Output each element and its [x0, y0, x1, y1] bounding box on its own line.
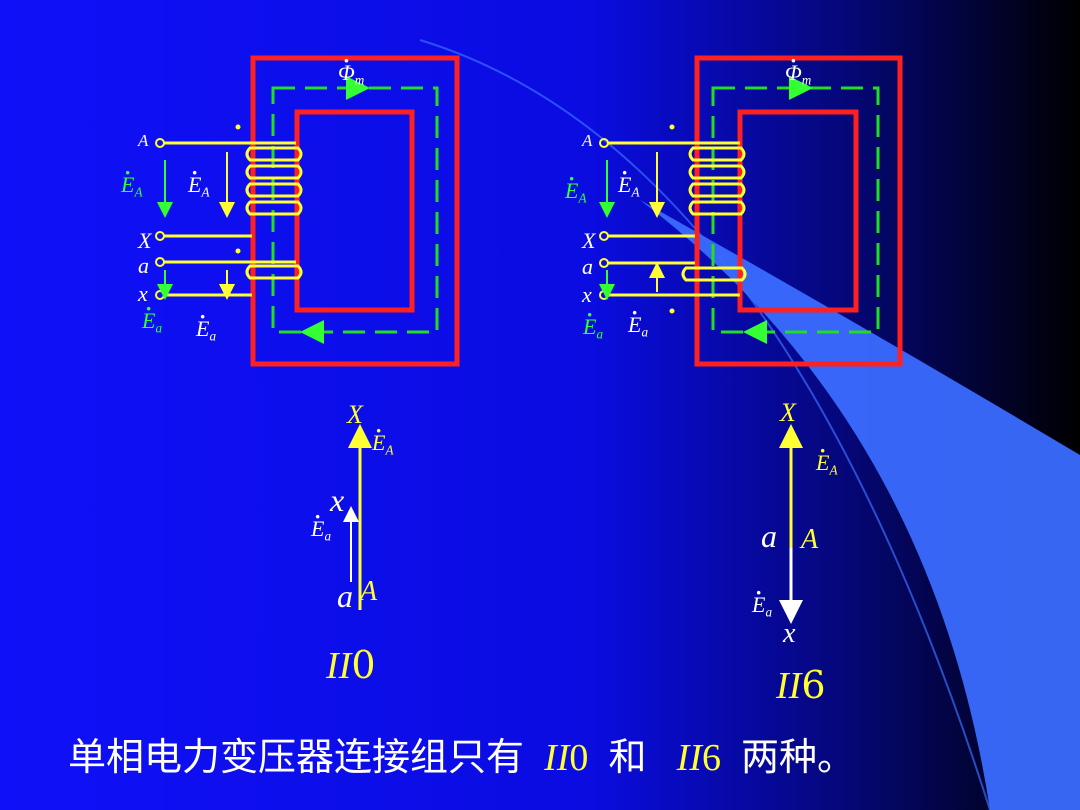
right-phasor-a: a [761, 518, 777, 554]
right-EA-green-label: EA [565, 180, 587, 205]
left-Ea-green-label: Ea [142, 310, 162, 335]
left-label-a: a [138, 253, 149, 278]
right-label-A: A [582, 131, 593, 150]
right-terminal-X [599, 231, 609, 241]
right-label-x: x [582, 282, 592, 307]
right-group-label: II6 [776, 663, 826, 707]
left-group-label: II0 [326, 643, 376, 687]
left-label-X: X [138, 228, 152, 253]
left-secondary-coil [164, 260, 303, 297]
right-Ea-white-label: Ea [628, 314, 648, 339]
left-EA-white-label: EA [188, 174, 210, 199]
right-phasor-EA-label: EA [816, 452, 838, 477]
left-phasor-a: a [337, 578, 353, 614]
right-phasor-Ea-label: Ea [752, 594, 772, 619]
left-primary-coil [164, 141, 303, 238]
left-terminal-A [155, 138, 165, 148]
left-polarity-dot-2 [235, 248, 241, 254]
left-terminal-a [155, 257, 165, 267]
left-transformer [155, 55, 460, 367]
right-label-X: X [582, 228, 596, 253]
right-flux-label: Φm [785, 62, 811, 87]
caption-group-1: II0 [544, 737, 589, 779]
right-primary-coil [608, 141, 746, 238]
right-EA-white-label: EA [618, 174, 640, 199]
right-core-window [737, 109, 859, 313]
left-core-outer [250, 55, 460, 367]
right-phasor-A: A [801, 524, 819, 555]
left-phasor-A: A [360, 576, 378, 607]
left-flux-label: Φm [338, 62, 364, 87]
right-phasor-x: x [783, 618, 796, 649]
right-transformer [599, 55, 903, 367]
caption-line: 单相电力变压器连接组只有 II0 和 II6 两种。 [68, 726, 855, 781]
right-polarity-dot-2 [669, 308, 675, 314]
left-EA-green-label: EA [121, 174, 143, 199]
left-core-window [294, 109, 415, 313]
caption-part2: 和 [608, 735, 647, 779]
left-label-A: A [138, 131, 149, 150]
left-phasor-X: X [347, 400, 363, 429]
right-terminal-A [599, 138, 609, 148]
left-Ea-white-label: Ea [196, 318, 216, 343]
caption-group-2: II6 [676, 737, 721, 779]
right-core-outer [694, 55, 903, 367]
right-terminal-a [599, 258, 609, 268]
left-phasor-x: x [330, 482, 345, 518]
caption-part3: 两种。 [741, 735, 856, 779]
right-label-a: a [582, 254, 593, 279]
left-terminal-X [155, 231, 165, 241]
background-swoosh [640, 200, 1080, 810]
left-label-x: x [138, 281, 148, 306]
right-polarity-dot-1 [669, 124, 675, 130]
left-phasor-Ea-label: Ea [311, 518, 331, 543]
right-Ea-green-label: Ea [583, 316, 603, 341]
left-polarity-dot-1 [235, 124, 241, 130]
caption-part1: 单相电力变压器连接组只有 [68, 735, 525, 779]
right-phasor-X: X [780, 398, 796, 427]
left-phasor-EA-label: EA [372, 432, 394, 457]
